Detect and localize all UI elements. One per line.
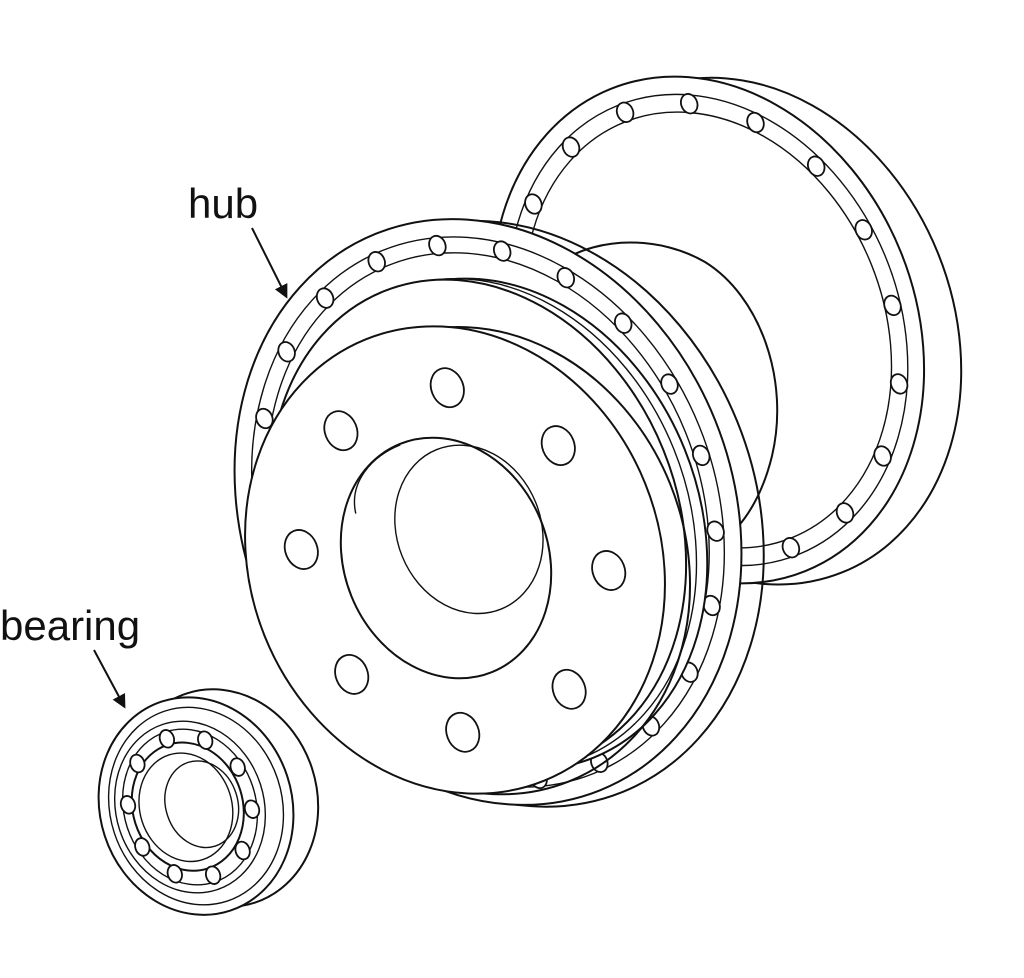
front-spoke-hole [492, 240, 512, 262]
back-spoke-hole [883, 294, 902, 317]
back-spoke-hole [781, 537, 801, 559]
bolt-hole [445, 711, 481, 753]
bearing-ball [234, 840, 251, 861]
bolt-hole [334, 654, 370, 695]
back-spoke-hole [835, 502, 855, 524]
bolt-hole [591, 550, 627, 591]
bearing-ball [158, 729, 176, 749]
hub-bore [339, 436, 553, 680]
bearing-ball [129, 753, 146, 774]
bolt-hole [283, 529, 319, 570]
front-spoke-hole [255, 407, 274, 430]
bearing-balls [119, 729, 261, 885]
front-spoke-hole [367, 251, 386, 273]
back-spoke-hole [873, 445, 892, 467]
bearing-ball [197, 730, 214, 750]
bolt-hole [323, 410, 359, 452]
bearing-ball [204, 865, 222, 885]
bolt-hole [551, 668, 587, 710]
back-spoke-hole [889, 373, 909, 395]
back-spoke-hole [561, 136, 581, 158]
front-spoke-hole [660, 373, 679, 395]
front-spoke-hole [428, 234, 447, 257]
back-spoke-hole [854, 219, 873, 241]
front-spoke-hole [277, 341, 296, 363]
front-spoke-hole [556, 267, 576, 289]
bearing-label: bearing [0, 602, 140, 649]
back-spoke-hole [679, 93, 699, 115]
bolt-hole [429, 367, 465, 409]
bearing-ball [166, 864, 183, 884]
bolt-holes [283, 367, 627, 753]
bearing-arrow [93, 649, 126, 709]
front-spoke-hole [613, 312, 633, 334]
front-spoke-hole [706, 520, 725, 542]
back-spoke-hole [746, 111, 765, 134]
front-spoke-hole [691, 444, 711, 467]
bolt-hole [540, 425, 576, 466]
back-spoke-hole [806, 155, 826, 177]
back-spoke-hole [615, 101, 635, 123]
bearing [97, 688, 320, 916]
bearing-ball [119, 795, 137, 815]
front-spoke-hole [315, 287, 335, 309]
hub-arrow [251, 227, 288, 299]
back-spoke-hole [524, 193, 543, 215]
bearing-ball [243, 799, 261, 819]
hub-label: hub [188, 180, 258, 227]
bearing-ball [134, 837, 151, 857]
bearing-ball [229, 757, 246, 777]
